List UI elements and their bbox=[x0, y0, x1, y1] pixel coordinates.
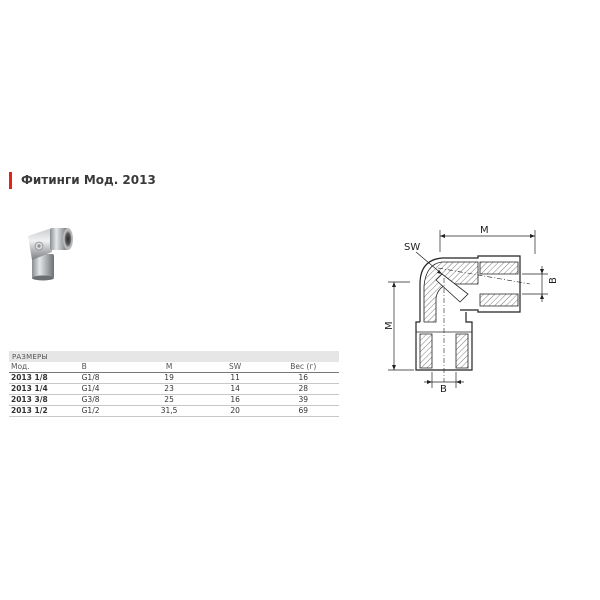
cell-weight: 39 bbox=[267, 394, 339, 406]
dim-label-b-right: B bbox=[548, 277, 559, 284]
table-row: 2013 1/4 G1/4 23 14 28 bbox=[9, 383, 339, 395]
cell-sw: 16 bbox=[202, 394, 268, 406]
cell-m: 25 bbox=[135, 394, 203, 406]
cell-sw: 11 bbox=[202, 372, 268, 384]
dim-label-sw: SW bbox=[404, 242, 420, 253]
cell-b: G1/4 bbox=[71, 383, 136, 395]
table-section-header: РАЗМЕРЫ bbox=[9, 351, 339, 362]
cell-model: 2013 1/4 bbox=[9, 383, 72, 395]
technical-drawing: M SW M B B bbox=[384, 225, 559, 392]
cell-model: 2013 3/8 bbox=[9, 394, 72, 406]
cell-b: G1/8 bbox=[71, 372, 136, 384]
table-header-row: Мод. B M SW Вес (г) bbox=[9, 362, 339, 373]
title-accent-bar bbox=[9, 172, 12, 189]
table-row: 2013 3/8 G3/8 25 16 39 bbox=[9, 394, 339, 406]
dim-label-m-top: M bbox=[480, 225, 489, 236]
cell-m: 19 bbox=[135, 372, 203, 384]
section-label: РАЗМЕРЫ bbox=[9, 351, 339, 362]
cell-m: 23 bbox=[135, 383, 203, 395]
table-row: 2013 1/2 G1/2 31,5 20 69 bbox=[9, 405, 339, 417]
table-row: 2013 1/8 G1/8 19 11 16 bbox=[9, 372, 339, 384]
page-title: Фитинги Мод. 2013 bbox=[21, 173, 156, 187]
cell-b: G1/2 bbox=[71, 405, 136, 417]
cell-model: 2013 1/2 bbox=[9, 405, 72, 417]
cell-weight: 28 bbox=[267, 383, 339, 395]
col-header-m: M bbox=[135, 362, 203, 373]
dimensions-table: РАЗМЕРЫ Мод. B M SW Вес (г) 2013 1/8 G1/… bbox=[9, 351, 339, 417]
cell-weight: 16 bbox=[267, 372, 339, 384]
cell-model: 2013 1/8 bbox=[9, 372, 72, 384]
cell-b: G3/8 bbox=[71, 394, 136, 406]
cell-m: 31,5 bbox=[135, 405, 203, 417]
cell-sw: 14 bbox=[202, 383, 268, 395]
col-header-b: B bbox=[71, 362, 136, 373]
cell-sw: 20 bbox=[202, 405, 268, 417]
col-header-sw: SW bbox=[202, 362, 268, 373]
dim-label-b-bottom: B bbox=[440, 384, 447, 392]
col-header-weight: Вес (г) bbox=[267, 362, 339, 373]
dim-label-m-left: M bbox=[384, 321, 395, 330]
cell-weight: 69 bbox=[267, 405, 339, 417]
product-photo bbox=[28, 228, 73, 281]
col-header-model: Мод. bbox=[9, 362, 72, 373]
